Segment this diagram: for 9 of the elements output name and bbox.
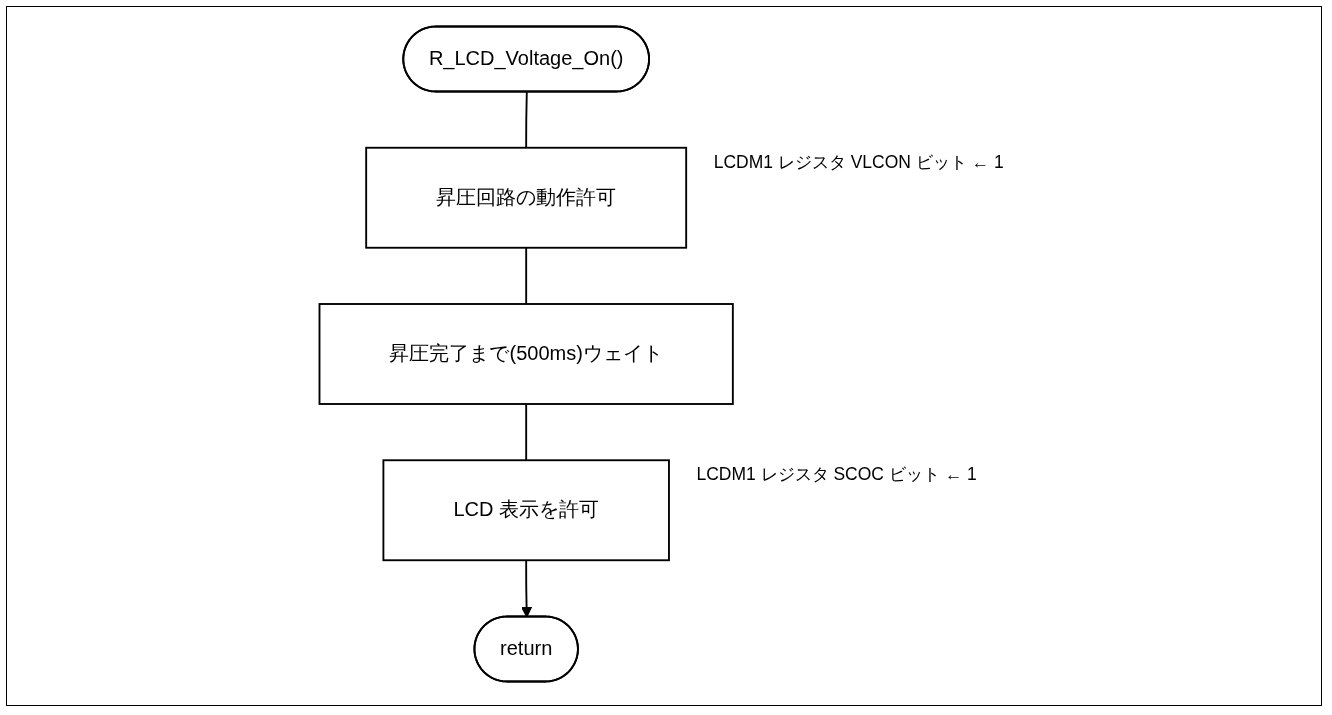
node-box: 昇圧回路の動作許可 xyxy=(365,146,688,249)
connector xyxy=(525,403,528,462)
node-box: 昇圧完了まで(500ms)ウェイト xyxy=(318,303,735,405)
register-note: LCDM1 レジスタ SCOC ビット ← 1 xyxy=(696,464,978,485)
connector xyxy=(525,246,528,305)
arrow xyxy=(521,559,533,618)
connector xyxy=(525,91,529,149)
node-box: LCD 表示を許可 xyxy=(382,459,671,562)
register-note: LCDM1 レジスタ VLCON ビット ← 1 xyxy=(714,151,1005,172)
